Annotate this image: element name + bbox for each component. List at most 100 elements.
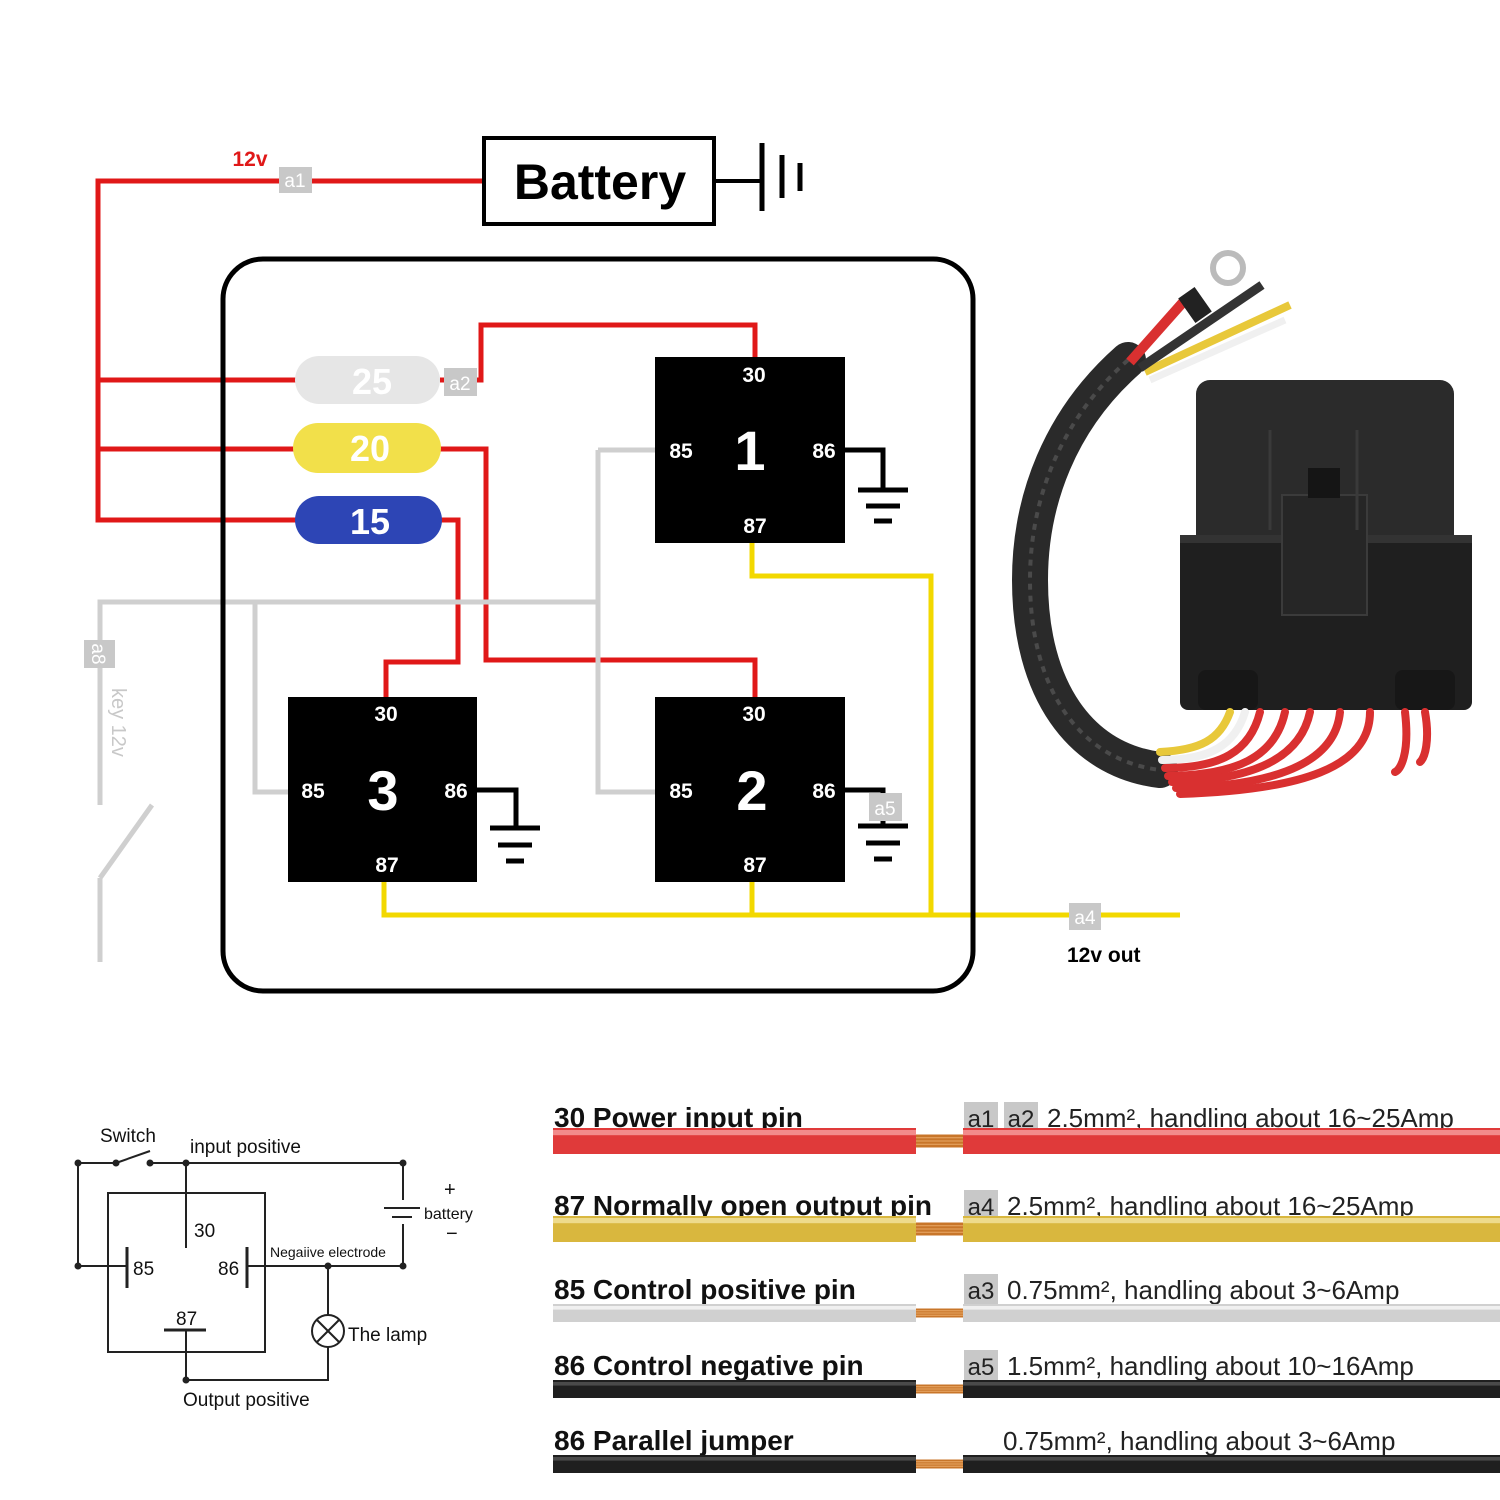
svg-text:a4: a4 (1074, 908, 1096, 929)
svg-text:a5: a5 (874, 799, 895, 820)
tag-a2: a2 (444, 368, 477, 396)
svg-text:a2: a2 (449, 374, 470, 395)
wire-spec-text: 1.5mm², handling about 10~16Amp (1007, 1351, 1414, 1381)
wire-relay2-85 (595, 450, 658, 795)
wire-pin-label: 86 Parallel jumper (554, 1425, 794, 1456)
schematic-switch-lever (115, 1150, 151, 1164)
battery-label: Battery (514, 154, 686, 210)
relay-number: 3 (367, 759, 398, 822)
relay-body (288, 697, 477, 882)
schematic-plus: + (444, 1179, 456, 1201)
schematic-lamp-label: The lamp (348, 1325, 427, 1346)
switch-lever (97, 803, 155, 880)
schematic-minus: − (446, 1223, 458, 1245)
relay-1: 30 85 1 86 87 (655, 357, 845, 543)
wire-spec-row: 85 Control positive pin a3 0.75mm², handli… (553, 1274, 1500, 1322)
wire-fuse20-relay2 (440, 446, 758, 698)
battery-box (482, 136, 716, 226)
schematic-negative-label: Negaiive electrode (270, 1244, 386, 1260)
relay-box-cover (1196, 380, 1454, 555)
supply-label: 12v (232, 148, 267, 171)
schematic-input-positive: input positive (190, 1137, 301, 1158)
schematic-pin-30: 30 (194, 1221, 215, 1242)
fuse-relay-box-photo (1011, 250, 1472, 798)
fuse-rating: 15 (350, 501, 390, 542)
ground-symbol (858, 487, 908, 524)
wire-pin-label: 86 Control negative pin (554, 1350, 864, 1381)
wire-pin-label: 85 Control positive pin (554, 1274, 856, 1305)
wire-spec-text: 0.75mm², handling about 3~6Amp (1003, 1426, 1395, 1456)
wire-fuse15-relay3 (383, 517, 461, 698)
fuse-20: 20 (293, 423, 441, 473)
schematic-pin-85: 85 (133, 1259, 154, 1280)
relay-pin-85: 85 (669, 440, 693, 463)
fuse-25: 25 (295, 356, 440, 404)
wire-tag: a5 (968, 1354, 995, 1381)
relay-box-base (1180, 535, 1472, 710)
schematic-dots (74, 1159, 407, 1384)
fuse-rating: 20 (350, 428, 390, 469)
wire-spec-text: 0.75mm², handling about 3~6Amp (1007, 1275, 1399, 1305)
schematic-switch-label: Switch (100, 1126, 156, 1147)
fuse-body (295, 496, 442, 544)
wire-relay3-85 (252, 602, 290, 795)
braided-cable (1011, 342, 1178, 788)
wire-pin-label: 30 Power input pin (554, 1102, 803, 1133)
tag-a5: a5 (869, 793, 902, 821)
schematic-battery-label: battery (424, 1206, 473, 1223)
battery: Battery (482, 136, 803, 226)
relay-pin-30: 30 (742, 364, 765, 387)
wire-pin-label: 87 Normally open output pin (554, 1190, 932, 1221)
relay-pin-30: 30 (374, 703, 397, 726)
relay-pin-30: 30 (742, 703, 765, 726)
tag-a8: a8 (84, 640, 115, 668)
relay-pin-87: 87 (375, 854, 398, 877)
wire-spec-row: 86 Parallel jumper 0.75mm², handling abou… (553, 1425, 1500, 1473)
schematic-pin-86: 86 (218, 1259, 239, 1280)
fuse-15: 15 (295, 496, 442, 544)
relay-pin-85: 85 (301, 780, 325, 803)
schematic-output-positive: Output positive (183, 1390, 310, 1411)
relay-pin-87: 87 (743, 515, 766, 538)
relay-pin-87: 87 (743, 854, 766, 877)
schematic-pin-87: 87 (176, 1309, 197, 1330)
wire-tag: a3 (968, 1278, 995, 1305)
key-label: key 12v (107, 688, 129, 757)
relay-pin-86: 86 (812, 780, 835, 803)
relay-number: 2 (736, 759, 767, 822)
wire-relay3-86 (476, 787, 519, 828)
relay-2: 30 85 2 86 87 (655, 697, 845, 882)
svg-text:a1: a1 (284, 171, 305, 192)
ground-symbol (490, 825, 540, 864)
relay-body (655, 357, 845, 543)
relay-number: 1 (734, 419, 765, 482)
relay-pin-86: 86 (812, 440, 835, 463)
svg-text:a8: a8 (87, 643, 108, 664)
tag-a4: a4 (1069, 903, 1101, 930)
wire-relay1-86 (845, 447, 886, 490)
tag-a1: a1 (279, 167, 312, 193)
relay-3: 30 85 3 86 87 (288, 697, 477, 882)
wire-tag-box (964, 1274, 998, 1306)
yellow-wires (381, 540, 1180, 918)
wire-key-bus (97, 599, 598, 805)
fuse-body (293, 423, 441, 473)
fuse-box-outline (220, 256, 976, 994)
fuse-rating: 25 (352, 361, 392, 402)
ground-symbol (858, 823, 908, 862)
relay-pin-86: 86 (444, 780, 467, 803)
relay-pin-85: 85 (669, 780, 693, 803)
output-wires (1156, 708, 1432, 798)
wire-relay1-87 (749, 540, 934, 915)
relay-box-latch (1281, 494, 1368, 616)
relay-body (655, 697, 845, 882)
wire-output-bus (381, 880, 1180, 918)
wire-tag-box (964, 1350, 998, 1382)
grey-wires (97, 447, 658, 962)
schematic-labels: Switch input positive 30 85 86 87 Negaii… (100, 1126, 473, 1411)
wire-spec-row: 86 Control negative pin a5 1.5mm², handlin… (553, 1350, 1500, 1398)
